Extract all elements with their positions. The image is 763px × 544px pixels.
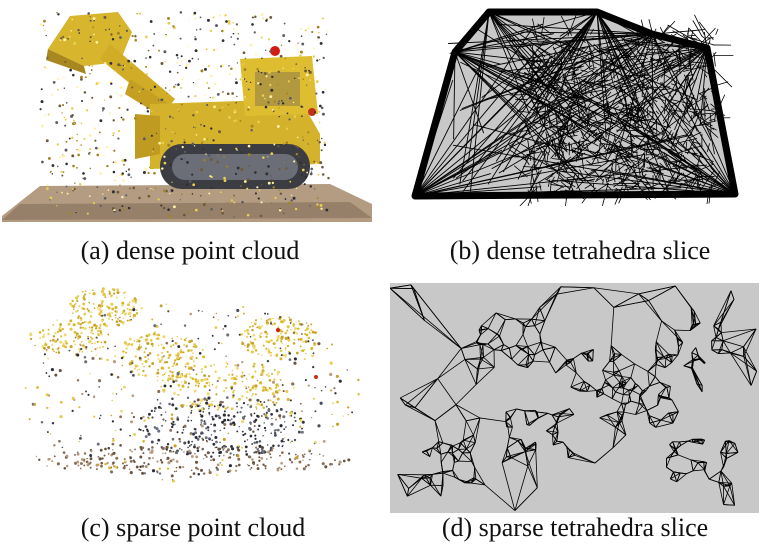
caption-a: (a) dense point cloud [80, 236, 300, 265]
panel-dense-tetrahedra-slice [407, 4, 743, 206]
caption-c: (c) sparse point cloud [80, 513, 306, 542]
warning-light [270, 46, 280, 56]
loader-arm [100, 44, 175, 112]
dense-point-cloud-image [2, 11, 372, 222]
caption-d: (d) sparse tetrahedra slice [441, 513, 709, 542]
panel-sparse-tetrahedra-slice [390, 283, 759, 513]
panel-dense-point-cloud [0, 4, 375, 224]
caption-b: (b) dense tetrahedra slice [449, 236, 711, 265]
point-speckle [39, 11, 330, 218]
sparse-point-cloud-image [24, 287, 360, 483]
point-speckle [24, 287, 360, 483]
sparse-tetrahedra-mesh [390, 283, 759, 513]
dense-tetrahedra-mesh [411, 8, 739, 206]
mesh-edges [414, 11, 736, 206]
mesh-edges [390, 284, 757, 511]
panel-sparse-point-cloud [0, 282, 385, 507]
mesh-background [390, 283, 759, 513]
